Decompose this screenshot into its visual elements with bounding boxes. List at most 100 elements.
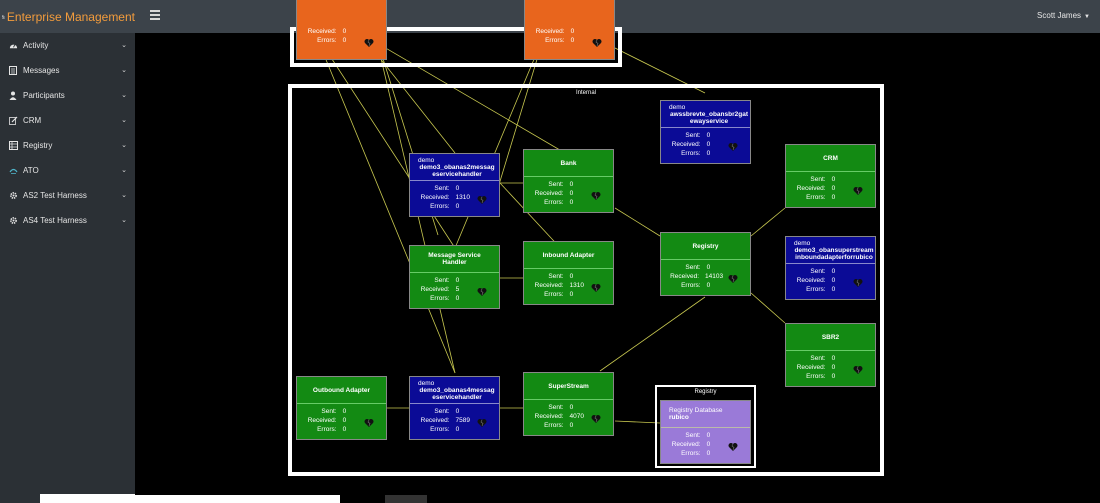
sidebar: Activity ⌄ Messages ⌄ Participants ⌄ CRM… xyxy=(0,33,135,503)
sidebar-search-input[interactable] xyxy=(40,494,340,503)
stat-value: 0 xyxy=(831,355,836,362)
stat-value: 0 xyxy=(831,185,836,192)
stat-value: 0 xyxy=(569,291,574,298)
node-title: Outbound Adapter xyxy=(312,386,371,394)
stat-value: 0 xyxy=(455,295,460,302)
stat-value: 0 xyxy=(342,28,347,35)
database-icon xyxy=(8,141,18,151)
stat-label: Received: xyxy=(420,194,450,201)
node-message-service-handler[interactable]: Message Service Handler Sent:0 Received:… xyxy=(409,245,500,309)
stat-value: 0 xyxy=(570,37,575,44)
heart-broken-icon xyxy=(592,39,602,47)
stat-value: 0 xyxy=(569,181,574,188)
stat-value: 0 xyxy=(342,408,347,415)
stat-value: 0 xyxy=(569,404,574,411)
group-internal-frame xyxy=(288,84,884,476)
brand[interactable]: Enterprise Management xyxy=(0,0,135,33)
stat-label: Errors: xyxy=(545,37,565,44)
node-sbr2[interactable]: SBR2 Sent:0 Received:0 Errors:0 xyxy=(785,323,876,387)
stat-value: 4070 xyxy=(569,413,584,420)
stat-label: Received: xyxy=(796,277,826,284)
stat-label: Errors: xyxy=(430,203,450,210)
stat-value: 0 xyxy=(342,37,347,44)
node-subtitle: demo xyxy=(794,239,811,247)
stat-value: 0 xyxy=(455,426,460,433)
group-registry-frame xyxy=(655,385,756,468)
stat-label: Errors: xyxy=(806,286,826,293)
app-title: Enterprise Management xyxy=(6,9,135,24)
stat-value: 0 xyxy=(569,422,574,429)
stat-value: 5 xyxy=(455,286,460,293)
sidebar-item-participants[interactable]: Participants ⌄ xyxy=(0,83,135,108)
stat-label: Errors: xyxy=(544,422,564,429)
stat-label: Errors: xyxy=(317,37,337,44)
stat-label: Sent: xyxy=(321,408,337,415)
heart-broken-icon xyxy=(728,275,738,283)
chevron-down-icon: ⌄ xyxy=(121,217,127,224)
stat-value: 0 xyxy=(706,441,711,448)
stat-label: Sent: xyxy=(434,277,450,284)
node-title: Message Service Handler xyxy=(428,252,481,266)
heart-broken-icon xyxy=(364,39,374,47)
chevron-down-icon: ⌄ xyxy=(121,42,127,49)
stat-value: 0 xyxy=(455,277,460,284)
sidebar-item-as4-test-harness[interactable]: AS4 Test Harness ⌄ xyxy=(0,208,135,233)
stat-value: 0 xyxy=(706,150,711,157)
node-subtitle: Registry Database xyxy=(669,407,723,414)
stat-value: 0 xyxy=(706,282,711,289)
node-external-left[interactable]: Received:0 Errors:0 xyxy=(296,0,387,60)
chevron-down-icon: ⌄ xyxy=(121,92,127,99)
topology-canvas[interactable]: Internal Registry Received:0 Errors:0 Re… xyxy=(135,0,1100,495)
stat-label: Received: xyxy=(535,28,565,35)
stat-value: 0 xyxy=(342,417,347,424)
sidebar-item-label: Participants xyxy=(23,91,65,100)
stat-label: Sent: xyxy=(685,264,701,271)
stat-value: 0 xyxy=(831,176,836,183)
stat-label: Received: xyxy=(534,413,564,420)
node-title: Inbound Adapter xyxy=(542,251,595,259)
node-title: CRM xyxy=(823,154,838,162)
sidebar-item-ato[interactable]: ATO ⌄ xyxy=(0,158,135,183)
chevron-down-icon: ⌄ xyxy=(121,167,127,174)
sidebar-item-activity[interactable]: Activity ⌄ xyxy=(0,33,135,58)
stat-label: Errors: xyxy=(544,199,564,206)
node-crm[interactable]: CRM Sent:0 Received:0 Errors:0 xyxy=(785,144,876,208)
sidebar-item-messages[interactable]: Messages ⌄ xyxy=(0,58,135,83)
group-label-registry: Registry xyxy=(694,389,717,395)
node-title: SuperStream xyxy=(548,382,589,390)
node-title: Bank xyxy=(560,159,577,167)
sidebar-item-registry[interactable]: Registry ⌄ xyxy=(0,133,135,158)
sidebar-item-crm[interactable]: CRM ⌄ xyxy=(0,108,135,133)
node-title: Registry xyxy=(692,242,719,250)
stat-label: Received: xyxy=(534,282,564,289)
stat-value: 0 xyxy=(455,203,460,210)
menu-toggle-icon[interactable] xyxy=(150,10,160,20)
stat-label: Received: xyxy=(307,417,337,424)
stat-value: 0 xyxy=(342,426,347,433)
stat-label: Errors: xyxy=(544,291,564,298)
sidebar-item-as2-test-harness[interactable]: AS2 Test Harness ⌄ xyxy=(0,183,135,208)
node-outbound-adapter[interactable]: Outbound Adapter Sent:0 Received:0 Error… xyxy=(296,376,387,440)
stat-label: Received: xyxy=(796,364,826,371)
node-registry[interactable]: Registry Sent:0 Received:14103 Errors:0 xyxy=(660,232,751,296)
stat-label: Received: xyxy=(671,141,701,148)
stat-label: Errors: xyxy=(681,450,701,457)
stat-label: Received: xyxy=(670,273,699,280)
user-menu[interactable]: Scott James▼ xyxy=(1037,11,1090,20)
heart-broken-icon xyxy=(591,415,601,423)
sidebar-item-label: AS2 Test Harness xyxy=(23,191,87,200)
node-inbound-adapter[interactable]: Inbound Adapter Sent:0 Received:1310 Err… xyxy=(523,241,614,305)
bottom-toolbar-button[interactable] xyxy=(385,495,427,503)
stat-value: 0 xyxy=(569,273,574,280)
node-superstream[interactable]: SuperStream Sent:0 Received:4070 Errors:… xyxy=(523,372,614,436)
heart-broken-icon xyxy=(728,443,738,451)
node-bank[interactable]: Bank Sent:0 Received:0 Errors:0 xyxy=(523,149,614,213)
user-name: Scott James xyxy=(1037,11,1082,20)
node-external-right[interactable]: Received:0 Errors:0 xyxy=(524,0,615,60)
stat-label: Sent: xyxy=(810,268,826,275)
